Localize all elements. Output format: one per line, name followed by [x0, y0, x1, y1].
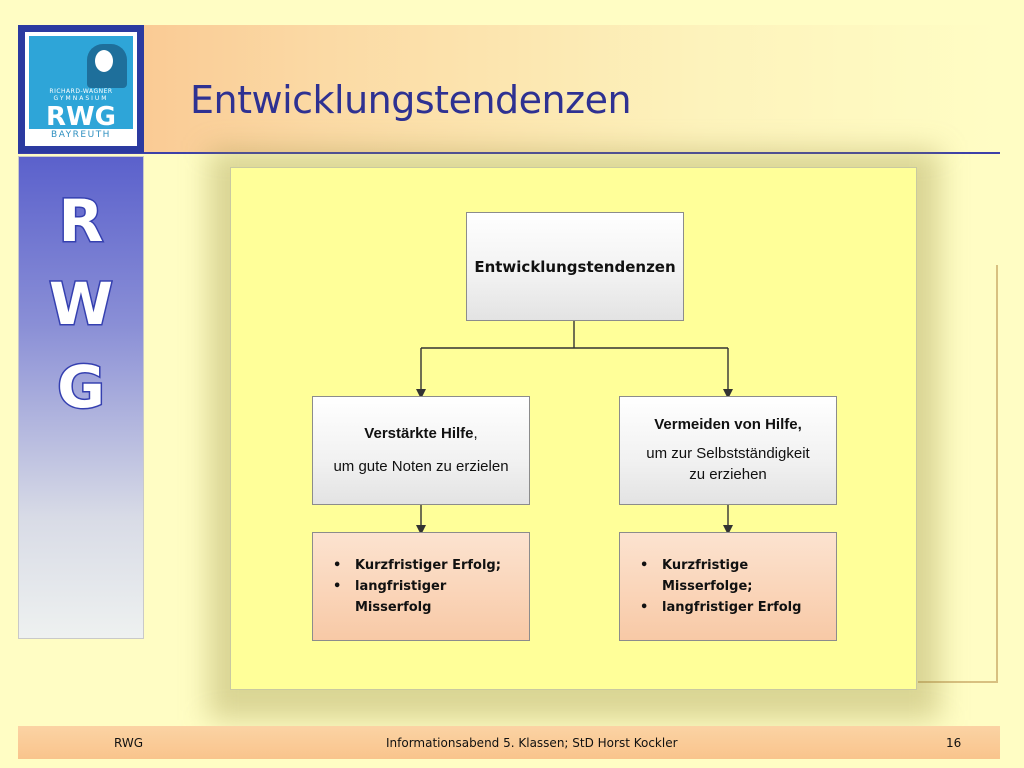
diagram-canvas: Entwicklungstendenzen Verstärkte Hilfe, …	[230, 167, 917, 690]
right-node-subtext-1: um zur Selbstständigkeit	[646, 445, 810, 462]
logo-text-line1: RICHARD-WAGNER	[49, 88, 113, 95]
slide-title: Entwicklungstendenzen	[190, 78, 632, 122]
left-outcome-node: Kurzfristiger Erfolg; langfristiger Miss…	[312, 532, 530, 641]
footer-left-text: RWG	[114, 736, 144, 750]
left-outcome-item: Kurzfristiger Erfolg;	[333, 555, 505, 576]
right-node-heading: Vermeiden von Hilfe,	[654, 416, 802, 433]
title-divider	[18, 152, 1000, 154]
logo-city: BAYREUTH	[29, 129, 133, 142]
left-outcome-item: langfristiger Misserfolg	[333, 576, 505, 618]
sidebar: R W G	[18, 156, 144, 639]
logo-card: RICHARD-WAGNER GYMNASIUM RWG BAYREUTH	[29, 36, 133, 142]
logo-text-line2: GYMNASIUM	[53, 95, 109, 102]
left-node: Verstärkte Hilfe, um gute Noten zu erzie…	[312, 396, 530, 505]
right-outcome-list: Kurzfristige Misserfolge; langfristiger …	[640, 555, 832, 618]
right-node-heading-text: Vermeiden von Hilfe,	[654, 416, 802, 433]
left-node-heading-suffix: ,	[473, 424, 478, 442]
right-outcome-node: Kurzfristige Misserfolge; langfristiger …	[619, 532, 837, 641]
sidebar-letter-w: W	[48, 269, 115, 340]
portrait-icon	[87, 44, 127, 88]
right-outcome-item: langfristiger Erfolg	[640, 597, 832, 618]
root-node-label: Entwicklungstendenzen	[474, 257, 676, 276]
sidebar-letter-g: G	[56, 352, 107, 423]
school-logo: RICHARD-WAGNER GYMNASIUM RWG BAYREUTH	[18, 25, 144, 153]
right-node-subtext-2: zu erziehen	[689, 466, 767, 483]
logo-inner: RICHARD-WAGNER GYMNASIUM RWG BAYREUTH	[25, 32, 137, 146]
right-node: Vermeiden von Hilfe, um zur Selbstständi…	[619, 396, 837, 505]
logo-mark: RWG	[45, 102, 117, 132]
left-node-heading: Verstärkte Hilfe,	[364, 425, 477, 442]
left-node-heading-text: Verstärkte Hilfe	[364, 424, 474, 442]
left-node-subtext: um gute Noten zu erzielen	[333, 457, 509, 475]
right-outcome-item: Kurzfristige Misserfolge;	[640, 555, 782, 597]
decorative-line-right	[996, 265, 998, 683]
sidebar-letter-r: R	[57, 186, 105, 257]
footer-page-number: 16	[946, 736, 962, 750]
slide-footer: RWG Informationsabend 5. Klassen; StD Ho…	[18, 726, 1000, 759]
footer-center-text: Informationsabend 5. Klassen; StD Horst …	[386, 736, 678, 750]
root-node: Entwicklungstendenzen	[466, 212, 684, 321]
left-outcome-list: Kurzfristiger Erfolg; langfristiger Miss…	[333, 555, 505, 618]
decorative-line-bottom	[918, 681, 998, 683]
connector-lines	[416, 321, 733, 535]
title-band	[18, 25, 1000, 153]
